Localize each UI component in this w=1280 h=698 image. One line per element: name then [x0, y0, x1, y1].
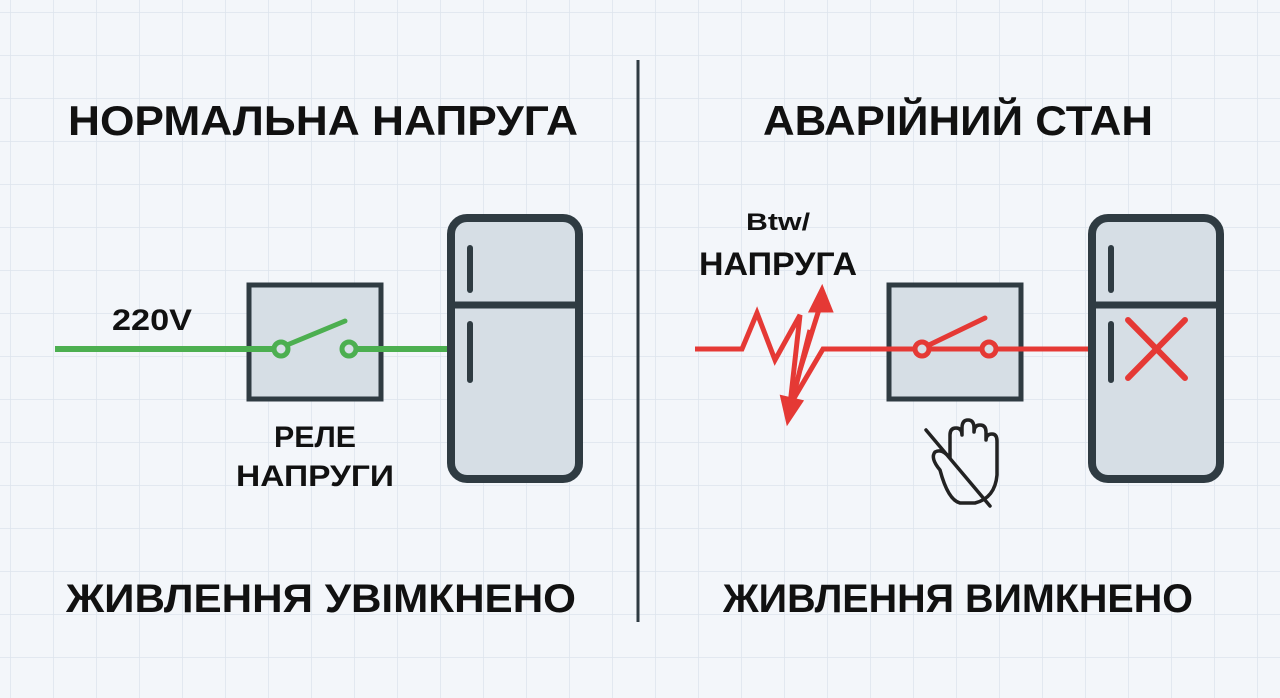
left-status: ЖИВЛЕННЯ УВІМКНЕНО [65, 577, 576, 621]
relay-box [886, 282, 1024, 402]
surge-wire [695, 306, 1088, 407]
surge-label-line2: НАПРУГА [699, 246, 857, 282]
right-status: ЖИВЛЕННЯ ВИМКНЕНО [722, 577, 1193, 621]
switch-contact [339, 339, 359, 359]
voltage-label: 220V [112, 304, 192, 337]
no-touch-hand-icon [924, 418, 999, 508]
switch-lever [284, 318, 348, 348]
right-title: АВАРІЙНИЙ СТАН [763, 96, 1153, 144]
fridge-icon [447, 214, 583, 483]
switch-contact [979, 339, 999, 359]
surge-label-line1: Btw/ [746, 209, 810, 236]
relay-label-line2: НАПРУГИ [236, 460, 394, 493]
switch-contact [271, 339, 291, 359]
relay-box [246, 282, 384, 402]
left-title: НОРМАЛЬНА НАПРУГА [68, 97, 578, 144]
switch-contact [912, 339, 932, 359]
error-x-icon [1125, 317, 1188, 381]
surge-arrows-icon [779, 283, 834, 427]
switch-lever-open [926, 315, 988, 348]
relay-label-line1: РЕЛЕ [274, 421, 356, 454]
